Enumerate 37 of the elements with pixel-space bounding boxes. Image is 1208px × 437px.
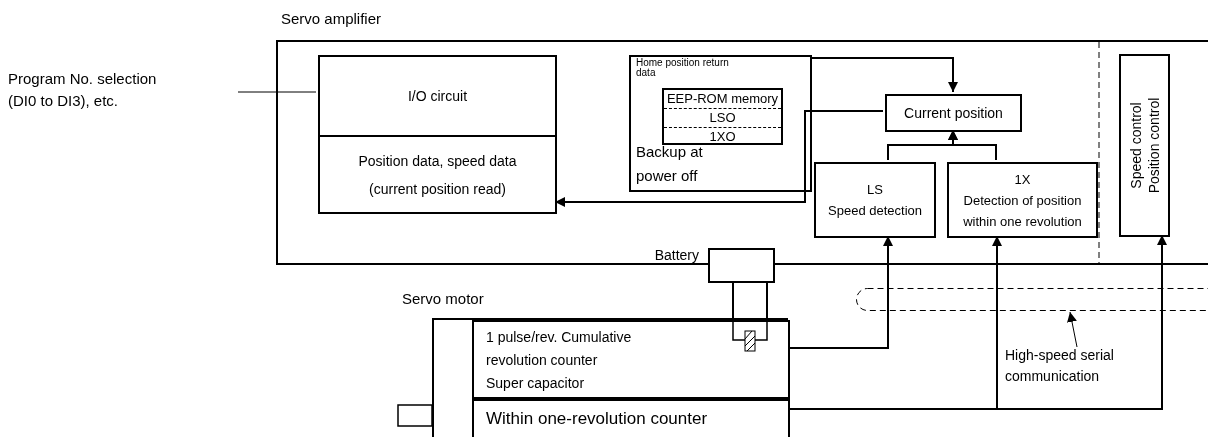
connector-arrow: [787, 235, 893, 349]
block-box: [318, 55, 557, 214]
block-description: Detection of position within one revolution: [962, 191, 1083, 231]
connector-arrow: [554, 110, 884, 207]
component-label: 1 pulse/rev. Cumulative revolution counter: [486, 328, 633, 370]
memory-row: LSO: [664, 108, 781, 127]
annotation-text: High-speed serial communication: [1005, 346, 1115, 386]
memory-row-text: EEP-ROM memory: [665, 90, 780, 108]
unit-heading: Servo amplifier: [281, 10, 382, 27]
block-box: [629, 55, 812, 192]
block-description: Position data, speed data (current position read): [357, 151, 518, 199]
connector-arrow: [809, 57, 958, 93]
block-box: [472, 399, 790, 437]
data-caption: Home position return data: [636, 58, 730, 78]
block-description: Speed detection: [828, 202, 922, 220]
component-label: Super capacitor: [486, 374, 586, 393]
side-label: Battery: [654, 247, 699, 263]
leader-line: [237, 91, 317, 93]
block-title: LS: [867, 181, 883, 199]
block-box: [472, 320, 790, 399]
connector-arrow: [948, 129, 997, 161]
unit-heading: Servo motor: [402, 290, 484, 307]
leader-line: [1067, 311, 1078, 348]
vertical-label: Speed control: [1126, 102, 1145, 189]
connector-arrow: [732, 282, 768, 319]
block-title: 1X: [1014, 170, 1031, 189]
block-title: Current position: [904, 105, 1003, 121]
block-box: [662, 88, 783, 145]
vertical-label: Position control: [1144, 97, 1163, 194]
block-box: [1119, 54, 1170, 237]
block-box: [885, 94, 1022, 132]
block-title: Within one-revolution counter: [486, 408, 708, 430]
memory-row: 1XO: [664, 127, 781, 146]
block-box: [947, 162, 1098, 238]
annotation-text: Program No. selection (DI0 to DI3), etc.: [8, 69, 158, 111]
block-title: I/O circuit: [407, 88, 468, 104]
block-box: [814, 162, 936, 238]
